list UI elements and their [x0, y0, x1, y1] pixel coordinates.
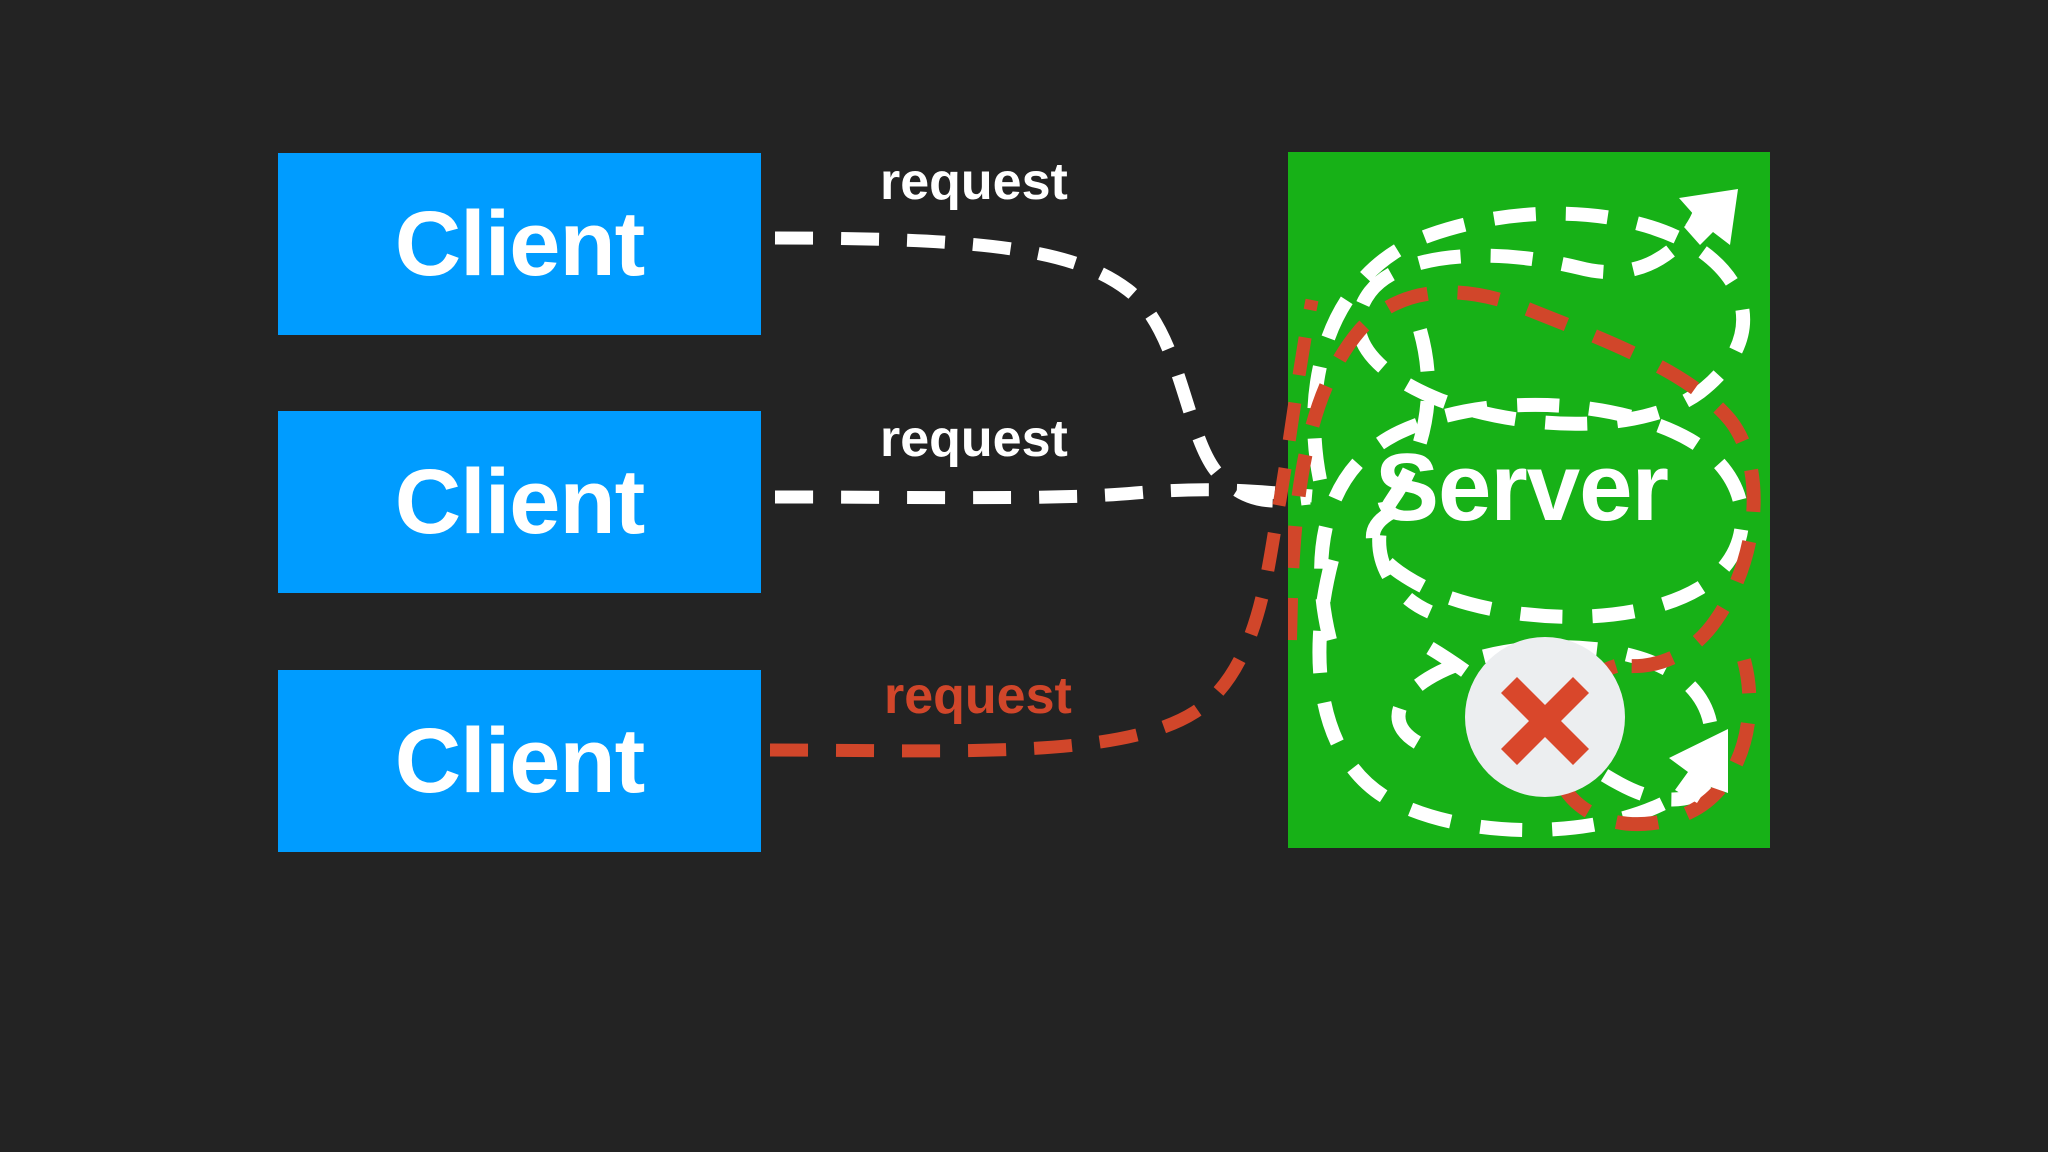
request-label-2: request — [880, 410, 1068, 468]
client-box-1[interactable]: Client — [278, 153, 761, 335]
request-label-3-failed: request — [884, 667, 1072, 725]
client-box-3[interactable]: Client — [278, 670, 761, 852]
client-box-2[interactable]: Client — [278, 411, 761, 593]
request-label-1: request — [880, 153, 1068, 211]
client-label-1: Client — [394, 193, 646, 295]
connector-request-2 — [774, 483, 1313, 505]
server-failure-badge — [1465, 637, 1625, 797]
client-label-2: Client — [394, 451, 646, 553]
client-label-3: Client — [394, 710, 646, 812]
x-mark-icon — [1501, 677, 1589, 765]
server-label: Server — [1375, 434, 1669, 541]
